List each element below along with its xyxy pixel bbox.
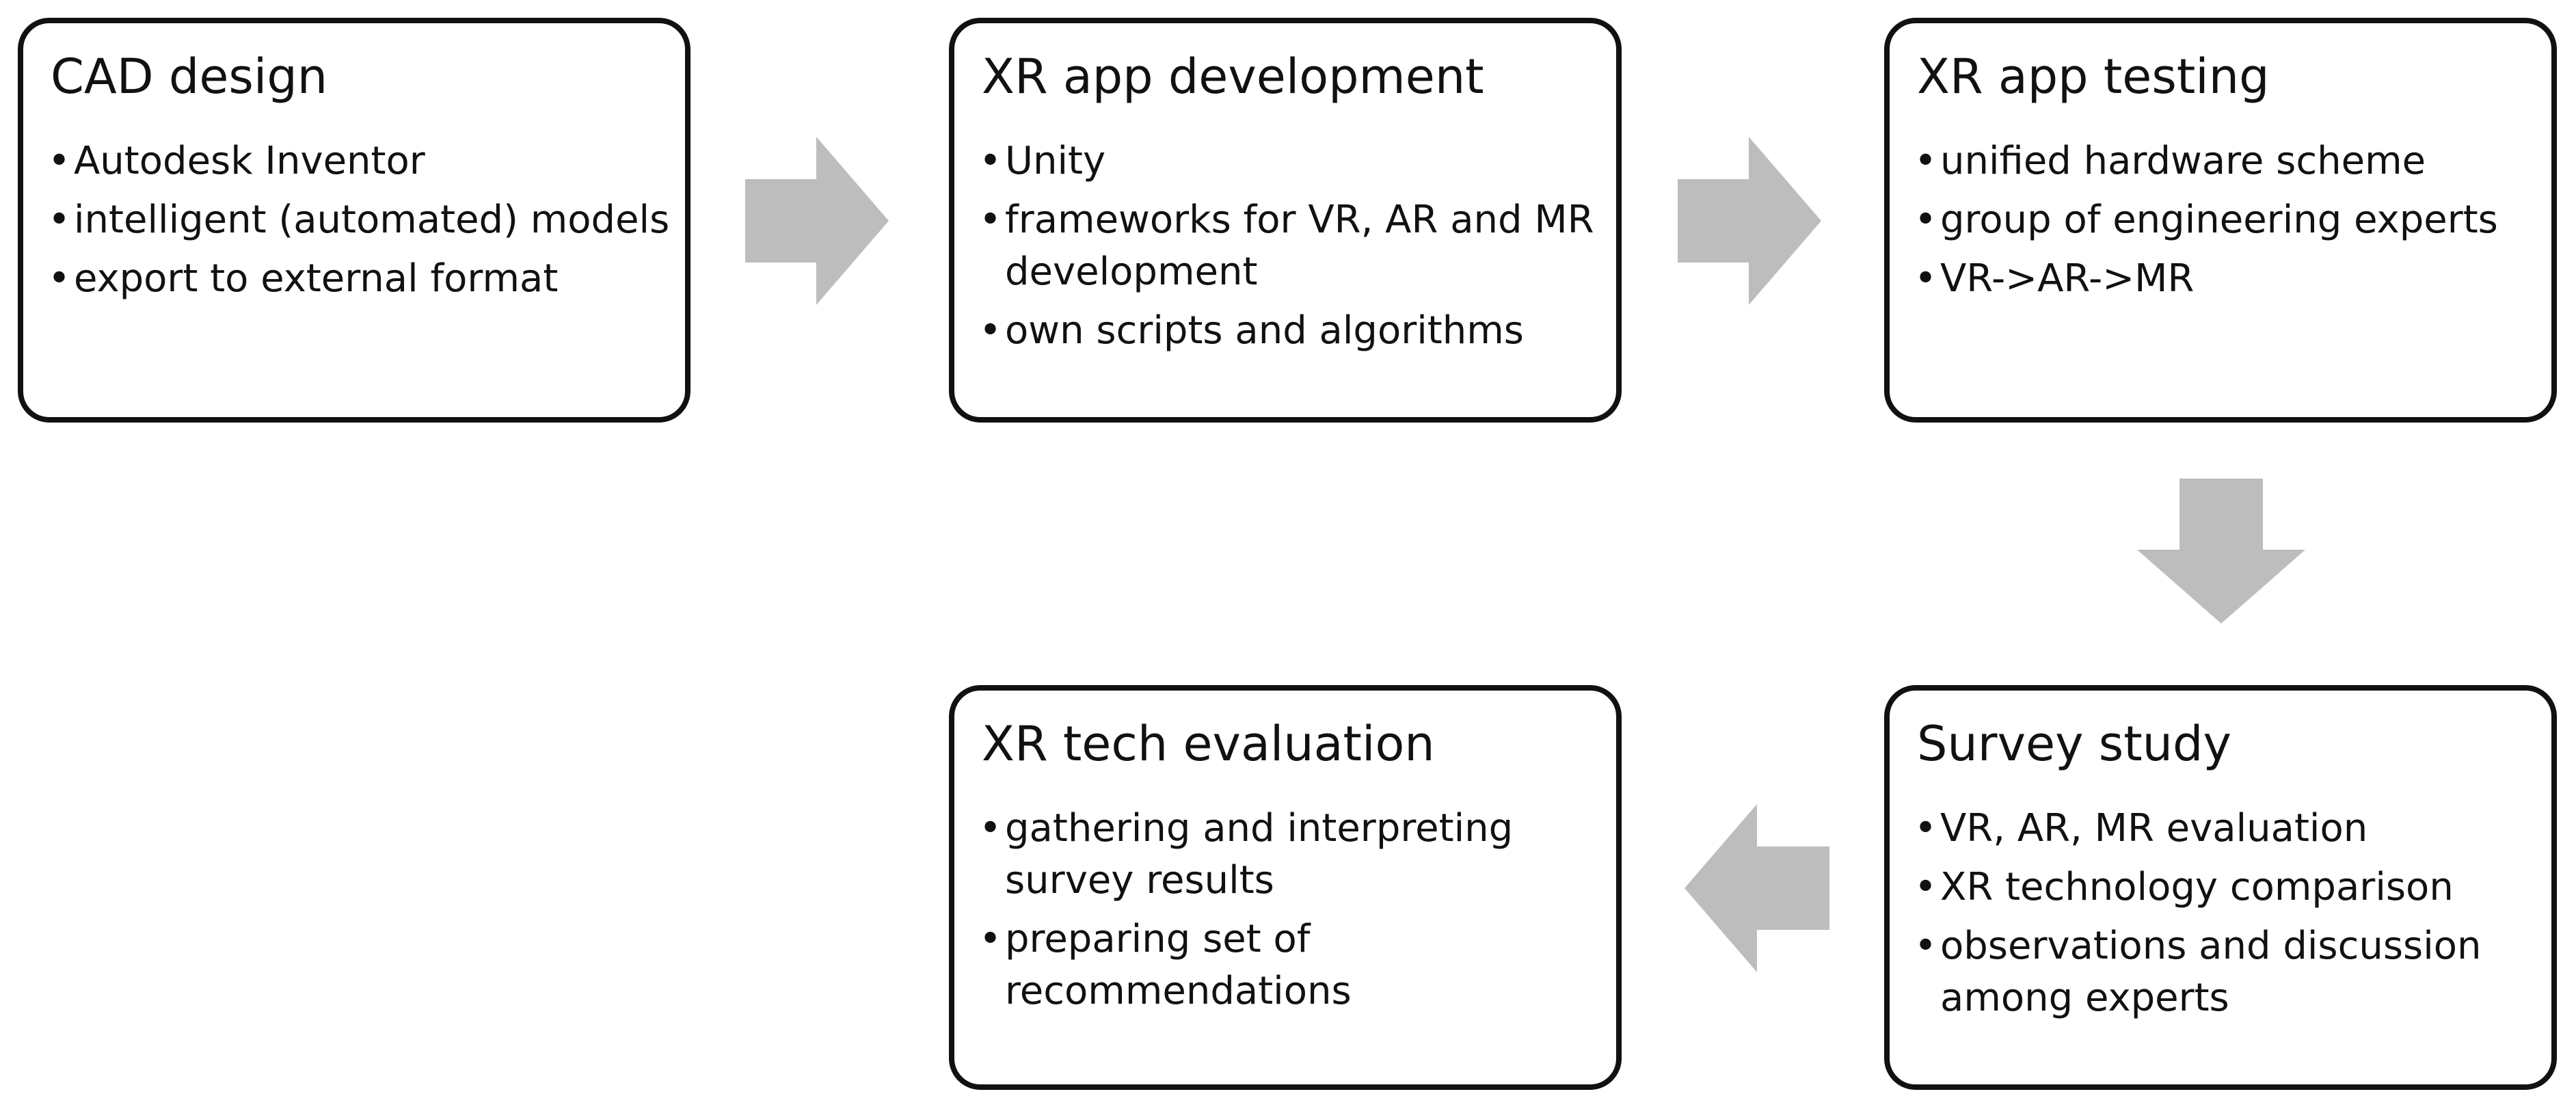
arrow-shape [2137, 479, 2305, 624]
bullet-list: unified hardware scheme group of enginee… [1914, 135, 2538, 312]
box-title: XR tech evaluation [982, 716, 1435, 772]
down-arrow-icon [2137, 479, 2305, 624]
bullet-list: Unity frameworks for VR, AR and MR devel… [979, 135, 1602, 364]
left-arrow-icon [1685, 804, 1829, 972]
arrow-shape [1678, 137, 1821, 305]
xr-app-development-box: XR app development Unity frameworks for … [949, 18, 1622, 423]
box-title: XR app testing [1917, 49, 2270, 105]
bullet-item: preparing set of recommendations [979, 913, 1602, 1017]
bullet-item: Autodesk Inventor [48, 135, 671, 187]
bullet-list: Autodesk Inventor intelligent (automated… [48, 135, 671, 312]
bullet-item: unified hardware scheme [1914, 135, 2538, 187]
bullet-item: gathering and interpreting survey result… [979, 803, 1602, 907]
arrow-shape [745, 137, 889, 305]
right-arrow-icon [1678, 137, 1821, 305]
right-arrow-icon [745, 137, 889, 305]
box-title: XR app development [982, 49, 1484, 105]
survey-study-box: Survey study VR, AR, MR evaluation XR te… [1884, 685, 2557, 1090]
bullet-item: group of engineering experts [1914, 194, 2538, 246]
bullet-item: VR, AR, MR evaluation [1914, 803, 2538, 855]
bullet-list: gathering and interpreting survey result… [979, 803, 1602, 1024]
bullet-item: frameworks for VR, AR and MR development [979, 194, 1602, 298]
bullet-item: VR->AR->MR [1914, 253, 2538, 305]
bullet-list: VR, AR, MR evaluation XR technology comp… [1914, 803, 2538, 1031]
box-title: CAD design [51, 49, 328, 105]
xr-tech-evaluation-box: XR tech evaluation gathering and interpr… [949, 685, 1622, 1090]
bullet-item: intelligent (automated) models [48, 194, 671, 246]
bullet-item: export to external format [48, 253, 671, 305]
bullet-item: observations and discussion among expert… [1914, 920, 2538, 1024]
box-title: Survey study [1917, 716, 2231, 772]
bullet-item: XR technology comparison [1914, 861, 2538, 913]
arrow-shape [1685, 804, 1829, 972]
bullet-item: Unity [979, 135, 1602, 187]
cad-design-box: CAD design Autodesk Inventor intelligent… [18, 18, 690, 423]
xr-app-testing-box: XR app testing unified hardware scheme g… [1884, 18, 2557, 423]
bullet-item: own scripts and algorithms [979, 305, 1602, 357]
